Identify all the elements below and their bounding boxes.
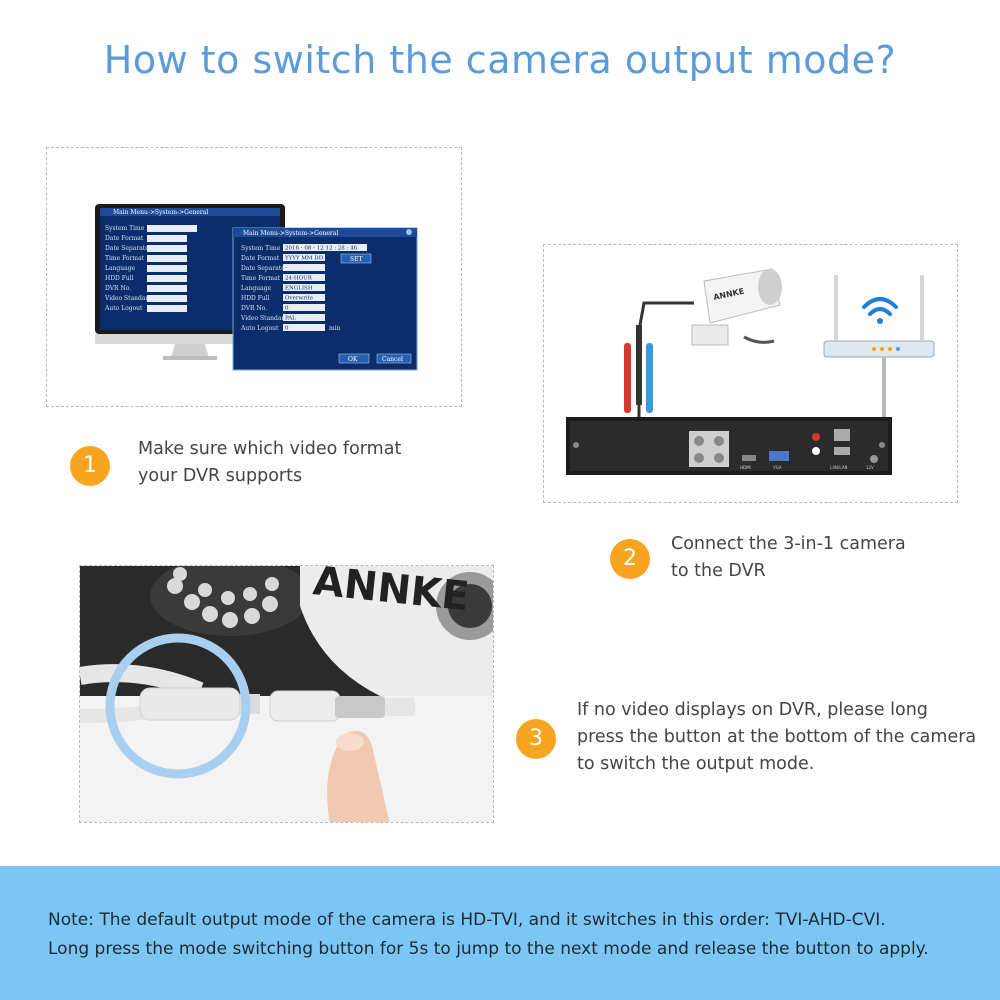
cancel-button-label: Cancel (382, 356, 403, 363)
camera-photo-panel: ANNKE (79, 565, 494, 823)
step-1-line-2: your DVR supports (138, 466, 303, 486)
svg-text:DVR No.: DVR No. (105, 285, 131, 292)
set-button-label: SET (350, 256, 363, 263)
router (823, 275, 935, 358)
wifi-icon (862, 297, 898, 324)
set-button[interactable] (340, 253, 372, 264)
menu-row-value: PAL (285, 316, 296, 322)
page-title: How to switch the camera output mode? (103, 38, 897, 82)
menu-row-value: Overwrite (285, 296, 313, 302)
note-banner (0, 866, 1000, 1000)
svg-text:Auto Logout: Auto Logout (104, 305, 143, 312)
unit-min: min (329, 325, 341, 332)
connection-illustration: ANNKE HDMI VGA LAN/LAN 12V (566, 268, 935, 475)
menu-row-field[interactable] (283, 264, 325, 271)
dvr-menu-illustration: Main Menu->System->General System Time D… (95, 204, 418, 371)
menu-row-value: ENGLISH (285, 286, 313, 292)
close-icon[interactable] (406, 229, 412, 235)
svg-text:Video Standard: Video Standard (104, 295, 152, 302)
menu-row-label: Video Standard (240, 315, 288, 322)
step-2-line-2: to the DVR (671, 561, 766, 581)
menu-rows: System Time 2016 - 08 - 12 12 : 28 : 46 Da… (240, 244, 367, 332)
menu-row-label: Time Format (241, 275, 281, 282)
menu-row-value: 2016 - 08 - 12 12 : 28 : 46 (285, 246, 358, 252)
dvr-menu-panel: Main Menu->System->General System Time D… (46, 147, 462, 407)
step-3-text: If no video displays on DVR, please long… (577, 697, 976, 778)
note-text: Note: The default output mode of the cam… (48, 906, 929, 964)
hdmi-port-label: HDMI (740, 465, 751, 470)
svg-text:Time Format: Time Format (105, 255, 145, 262)
menu-row-field[interactable] (283, 244, 367, 251)
menu-row-value: 24-HOUR (285, 276, 313, 282)
note-line-2: Long press the mode switching button for… (48, 939, 929, 959)
dvr-recorder: HDMI VGA LAN/LAN 12V (566, 417, 892, 475)
ok-button-label: OK (348, 356, 358, 363)
menu-row-value: YYYY MM DD (284, 256, 324, 262)
magnifier-circle (105, 633, 251, 779)
menu-row-field[interactable] (283, 324, 325, 331)
ir-led-ring (150, 566, 310, 636)
lan-port-label: LAN/LAN (830, 465, 847, 470)
menu-row-label: DVR No. (241, 305, 267, 312)
step-3-line-1: If no video displays on DVR, please long (577, 700, 928, 720)
power-port-label: 12V (866, 465, 874, 470)
cancel-button[interactable] (376, 353, 412, 364)
menu-rows-back: System Time Date Format Date Separator T… (104, 225, 197, 312)
note-line-1: Note: The default output mode of the cam… (48, 910, 886, 930)
svg-text:System Time: System Time (105, 225, 145, 232)
ok-button[interactable] (338, 353, 370, 364)
menu-row-label: Date Format (241, 255, 280, 262)
step-2-text: Connect the 3-in-1 camera to the DVR (671, 531, 906, 585)
menu-row-value: 0 (285, 306, 289, 312)
menu-row-field[interactable] (283, 314, 325, 321)
menu-row-value: - (285, 266, 287, 272)
menu-row-value: 0 (285, 326, 289, 332)
step-1-badge: 1 (70, 446, 110, 486)
step-3-badge: 3 (516, 719, 556, 759)
step-2-line-1: Connect the 3-in-1 camera (671, 534, 906, 554)
menu-row-field[interactable] (283, 304, 325, 311)
menu-row-field[interactable] (283, 254, 325, 261)
svg-text:HDD Full: HDD Full (105, 275, 134, 282)
menu-row-label: Auto Logout (240, 325, 279, 332)
menu-row-label: System Time (241, 245, 281, 252)
menu-header: Main Menu->System->General (243, 230, 338, 237)
menu-row-field[interactable] (283, 294, 325, 301)
svg-text:Date Format: Date Format (105, 235, 144, 242)
menu-row-label: Language (241, 285, 272, 292)
svg-text:Date Separator: Date Separator (105, 245, 152, 252)
step-2-badge: 2 (610, 539, 650, 579)
svg-text:Language: Language (105, 265, 136, 272)
step-3-line-3: to switch the output mode. (577, 754, 815, 774)
menu-row-field[interactable] (283, 284, 325, 291)
menu-row-label: Date Separator (241, 265, 288, 272)
menu-row-label: HDD Full (241, 295, 270, 302)
connection-diagram-panel: ANNKE HDMI VGA LAN/LAN 12V (543, 244, 958, 503)
vga-port-label: VGA (773, 465, 782, 470)
step-3-line-2: press the button at the bottom of the ca… (577, 727, 977, 747)
step-1-line-1: Make sure which video format (138, 439, 402, 459)
camera-closeup-illustration: ANNKE (80, 566, 493, 822)
menu-row-field[interactable] (283, 274, 325, 281)
bullet-camera: ANNKE (691, 268, 782, 346)
menu-header-back: Main Menu->System->General (113, 209, 208, 216)
step-1-text: Make sure which video format your DVR su… (138, 436, 401, 490)
